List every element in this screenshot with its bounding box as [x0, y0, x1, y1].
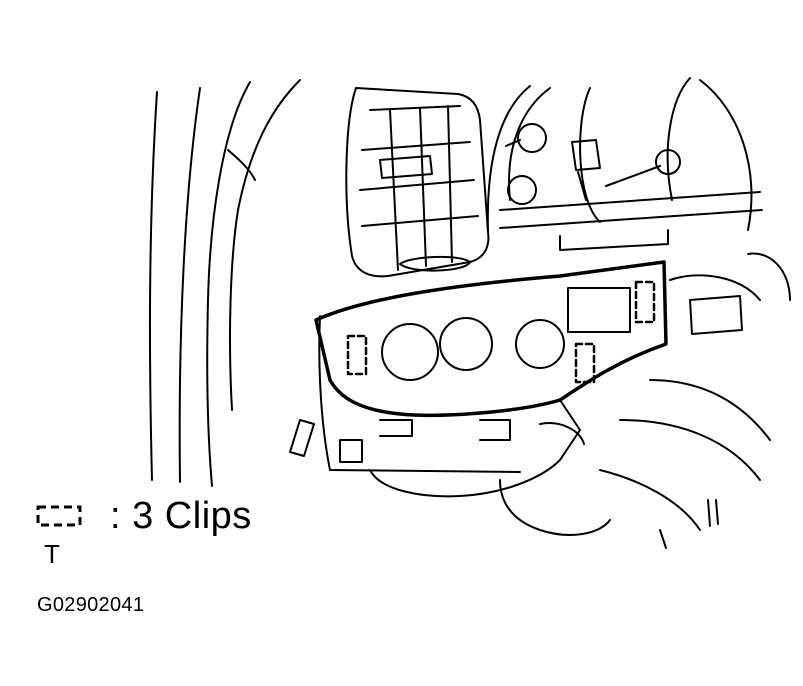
clip-marker-center: [574, 342, 596, 384]
center-air-vent: [345, 87, 490, 278]
figure-code: G02902041: [37, 594, 145, 616]
front-marker: T: [44, 539, 60, 569]
center-cluster-finish-panel: [314, 260, 668, 461]
legend-label: : 3 Clips: [110, 494, 252, 537]
a-pillar-lines: [148, 79, 301, 487]
right-side-components: [599, 252, 791, 549]
clips-legend: : 3 Clips: [36, 494, 252, 538]
clip-marker-left: [346, 334, 368, 376]
instrument-cluster: [486, 77, 763, 251]
dashed-clip-box-icon: [36, 505, 82, 527]
lower-dash-structure: [289, 255, 611, 536]
clip-markers: [346, 280, 656, 384]
clip-marker-right: [634, 280, 656, 324]
